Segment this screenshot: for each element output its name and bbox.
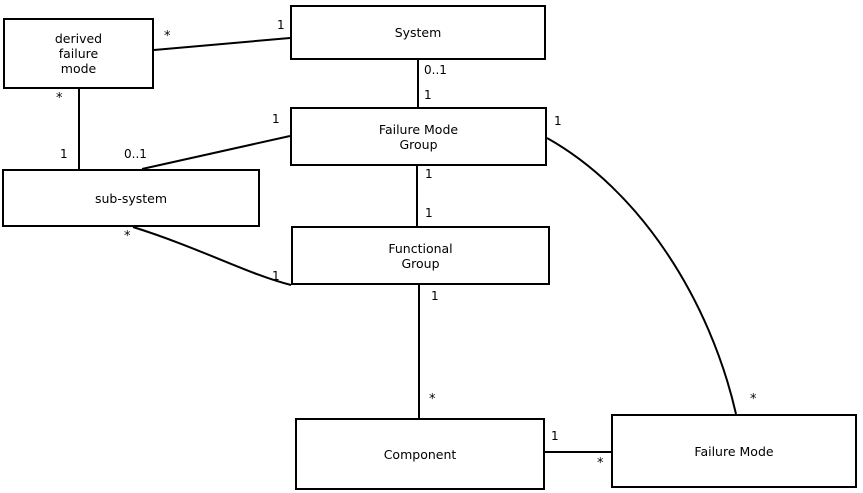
multiplicity-label: 1: [551, 429, 559, 443]
multiplicity-label: 1: [272, 269, 280, 283]
class-box-system[interactable]: System: [290, 5, 546, 60]
class-name-label: Functional Group: [388, 240, 453, 271]
multiplicity-label: 1: [424, 88, 432, 102]
multiplicity-label: 1: [425, 206, 433, 220]
multiplicity-label: 1: [60, 147, 68, 161]
class-name-label: sub-system: [94, 190, 168, 206]
multiplicity-label: 0..1: [424, 63, 447, 77]
class-box-sub-system[interactable]: sub-system: [2, 169, 260, 227]
multiplicity-label: 1: [431, 289, 439, 303]
multiplicity-label: 1: [277, 18, 285, 32]
class-name-label: System: [394, 25, 442, 40]
multiplicity-label: *: [750, 392, 757, 407]
multiplicity-label: *: [429, 392, 436, 407]
multiplicity-label: 1: [554, 114, 562, 128]
class-name-label: derived failure mode: [54, 31, 103, 76]
multiplicity-label: 1: [425, 167, 433, 181]
multiplicity-label: 0..1: [124, 147, 147, 161]
association-derived-failure-mode-to-system: [153, 37, 291, 51]
class-name-label: Component: [383, 446, 457, 462]
class-name-label: Failure Mode: [694, 443, 774, 459]
association-sub-system-to-functional-group: [132, 226, 292, 286]
multiplicity-label: *: [597, 456, 604, 471]
class-box-component[interactable]: Component: [295, 418, 545, 490]
association-sub-system-to-failure-mode-group: [141, 135, 291, 170]
class-name-label: Failure Mode Group: [378, 121, 459, 152]
multiplicity-label: *: [56, 91, 63, 106]
multiplicity-label: *: [164, 29, 171, 44]
multiplicity-label: *: [124, 229, 131, 244]
class-box-functional-group[interactable]: Functional Group: [291, 226, 550, 285]
class-box-derived-failure-mode[interactable]: derived failure mode: [3, 18, 154, 89]
multiplicity-label: 1: [272, 112, 280, 126]
class-box-failure-mode[interactable]: Failure Mode: [611, 414, 857, 488]
class-box-failure-mode-group[interactable]: Failure Mode Group: [290, 107, 547, 166]
association-failure-mode-group-to-failure-mode: [546, 137, 737, 415]
